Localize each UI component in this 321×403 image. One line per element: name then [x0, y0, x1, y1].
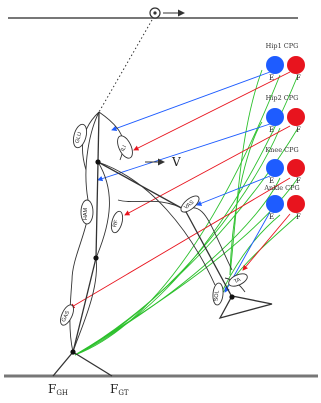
muscle-sol	[212, 282, 224, 306]
cpg-ankle: Ankle CPG E F	[263, 184, 305, 221]
cpg-hip2-f-label: F	[296, 126, 301, 134]
cpg-hip1-f-label: F	[296, 74, 301, 82]
suspension-dotted-line	[98, 19, 153, 113]
trunk	[97, 111, 100, 163]
cpg-knee-f-neuron	[287, 159, 305, 177]
velocity-label: V	[171, 155, 181, 169]
cpg-hip2: Hip2 CPG E F	[266, 94, 305, 134]
ankle-joint-left	[70, 349, 76, 355]
cpg-knee-f-label: F	[296, 177, 301, 185]
cpg-knee-e-label: E	[269, 177, 274, 185]
force-gt-sub: GT	[118, 389, 129, 397]
label-gas: GAS	[61, 310, 71, 323]
cpg-hip2-e-neuron	[266, 108, 284, 126]
feedback-lines	[74, 69, 299, 356]
cpg-hip2-title: Hip2 CPG	[266, 94, 299, 102]
muscle-ham	[80, 199, 94, 225]
cpg-hip2-f-neuron	[287, 108, 305, 126]
knee-joint-left	[93, 255, 99, 261]
label-glu: GLU	[75, 131, 84, 144]
muscle-labels: GLU ILI HAM RF VAS GAS SOL TA	[61, 131, 242, 323]
cpg-ankle-f-neuron	[287, 195, 305, 213]
label-sol: SOL	[214, 290, 221, 301]
cpg-hip1: Hip1 CPG E F	[266, 42, 305, 82]
cpg-hip1-title: Hip1 CPG	[266, 42, 299, 50]
label-rf: RF	[112, 219, 120, 228]
muscle-gas	[60, 304, 74, 326]
muscle-ili	[117, 135, 133, 159]
label-ta: TA	[233, 277, 242, 285]
cpg-hip1-f-neuron	[287, 56, 305, 74]
label-vas: VAS	[183, 199, 195, 211]
cpg-hip2-e-label: E	[269, 126, 274, 134]
muscle-glu	[72, 123, 88, 149]
label-ili: ILI	[120, 144, 128, 153]
cpg-ankle-title: Ankle CPG	[263, 184, 299, 192]
muscle-shapes	[60, 123, 248, 326]
force-gh-label: FGH	[48, 382, 68, 397]
ankle-joint-right	[229, 294, 235, 300]
cpg-hip1-e-neuron	[266, 56, 284, 74]
skeleton	[52, 111, 273, 377]
force-gt-label: FGT	[110, 382, 129, 397]
cpg-ankle-e-neuron	[266, 195, 284, 213]
hanging-point-center	[153, 11, 157, 15]
cpg-ankle-e-label: E	[269, 213, 274, 221]
cpg-knee: Knee CPG E F	[265, 146, 305, 185]
force-gh-f: F	[48, 382, 56, 396]
foot-right	[218, 295, 273, 320]
foot-left-heel	[52, 351, 74, 377]
label-ham: HAM	[83, 207, 89, 220]
cpg-knee-title: Knee CPG	[265, 146, 298, 154]
muscle-vas	[180, 195, 200, 213]
foot-left-toe	[72, 351, 113, 377]
cpg-hip1-e-label: E	[269, 74, 274, 82]
force-gh-sub: GH	[56, 389, 68, 397]
muscle-rf	[110, 210, 124, 234]
cpg-knee-e-neuron	[266, 159, 284, 177]
hip-joint	[95, 159, 101, 165]
muscle-ta	[228, 273, 248, 287]
cpg-ankle-f-label: F	[296, 213, 301, 221]
ground-force-labels: FGH FGT	[48, 382, 129, 397]
thigh-left	[95, 161, 99, 259]
force-gt-f: F	[110, 382, 118, 396]
shank-right	[184, 209, 233, 298]
shank-left	[72, 257, 97, 353]
